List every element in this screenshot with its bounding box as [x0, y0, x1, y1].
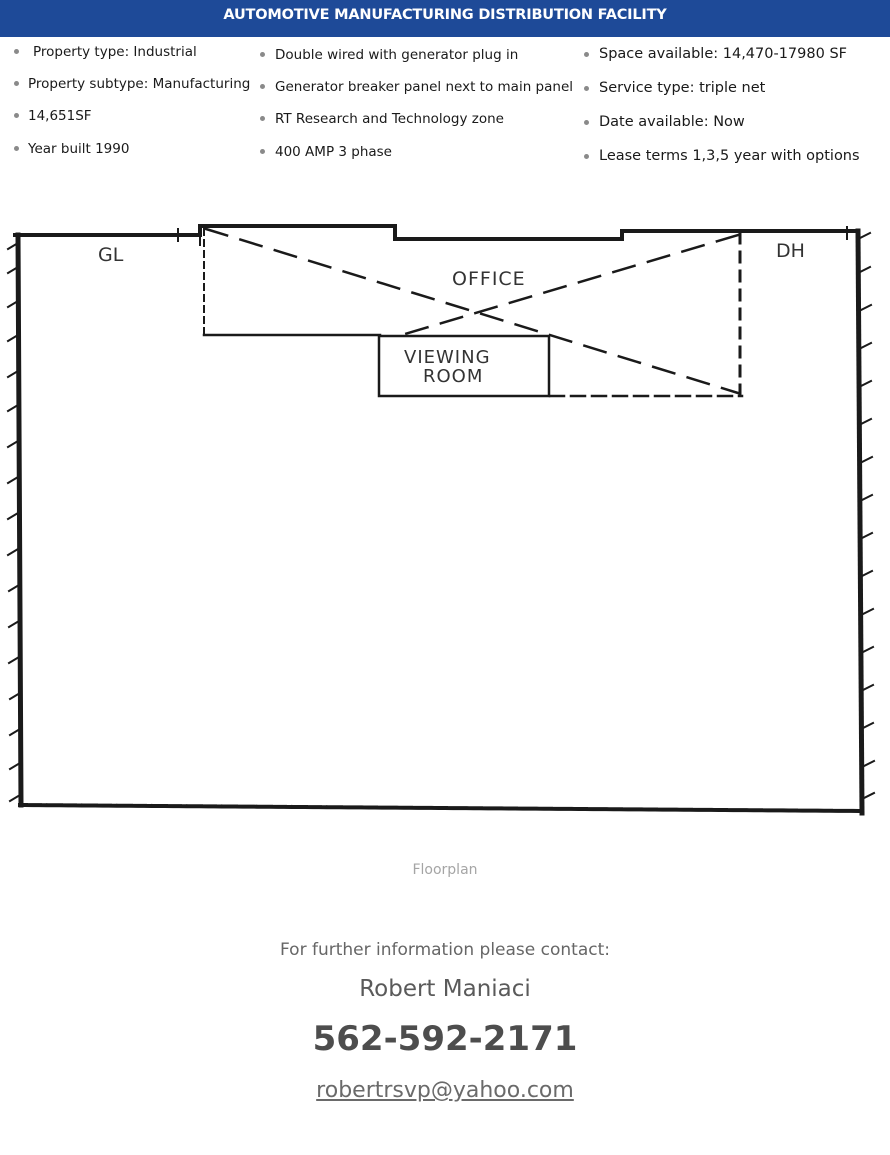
viewing-room-outline: [377, 334, 551, 398]
office-label: OFFICE: [452, 268, 526, 290]
contact-heading: For further information please contact:: [280, 940, 610, 960]
office-diagonal-2: [393, 233, 740, 339]
office-diagonal-1: [204, 227, 740, 395]
viewing-room-label-line1: VIEWING: [404, 347, 491, 368]
floorplan-caption: Floorplan: [412, 862, 478, 878]
contact-phone[interactable]: 562-592-2171: [312, 1019, 578, 1059]
viewing-room-label-line2: ROOM: [423, 366, 483, 387]
floorplan-right-wall: [855, 228, 865, 816]
floorplan-bottom-wall: [17, 802, 865, 814]
contact-email-link[interactable]: robertrsvp@yahoo.com: [316, 1078, 574, 1103]
gl-label: GL: [98, 244, 124, 266]
floorplan-left-wall: [15, 232, 24, 808]
contact-name: Robert Maniaci: [359, 976, 531, 1002]
page-title: AUTOMOTIVE MANUFACTURING DISTRIBUTION FA…: [223, 7, 667, 23]
contact-email: robertrsvp@yahoo.com: [0, 1078, 890, 1103]
dh-label: DH: [776, 240, 805, 262]
floorplan-drawing: GL DH OFFICE VIEWING ROOM: [6, 224, 876, 816]
page-title-banner: AUTOMOTIVE MANUFACTURING DISTRIBUTION FA…: [0, 0, 890, 37]
